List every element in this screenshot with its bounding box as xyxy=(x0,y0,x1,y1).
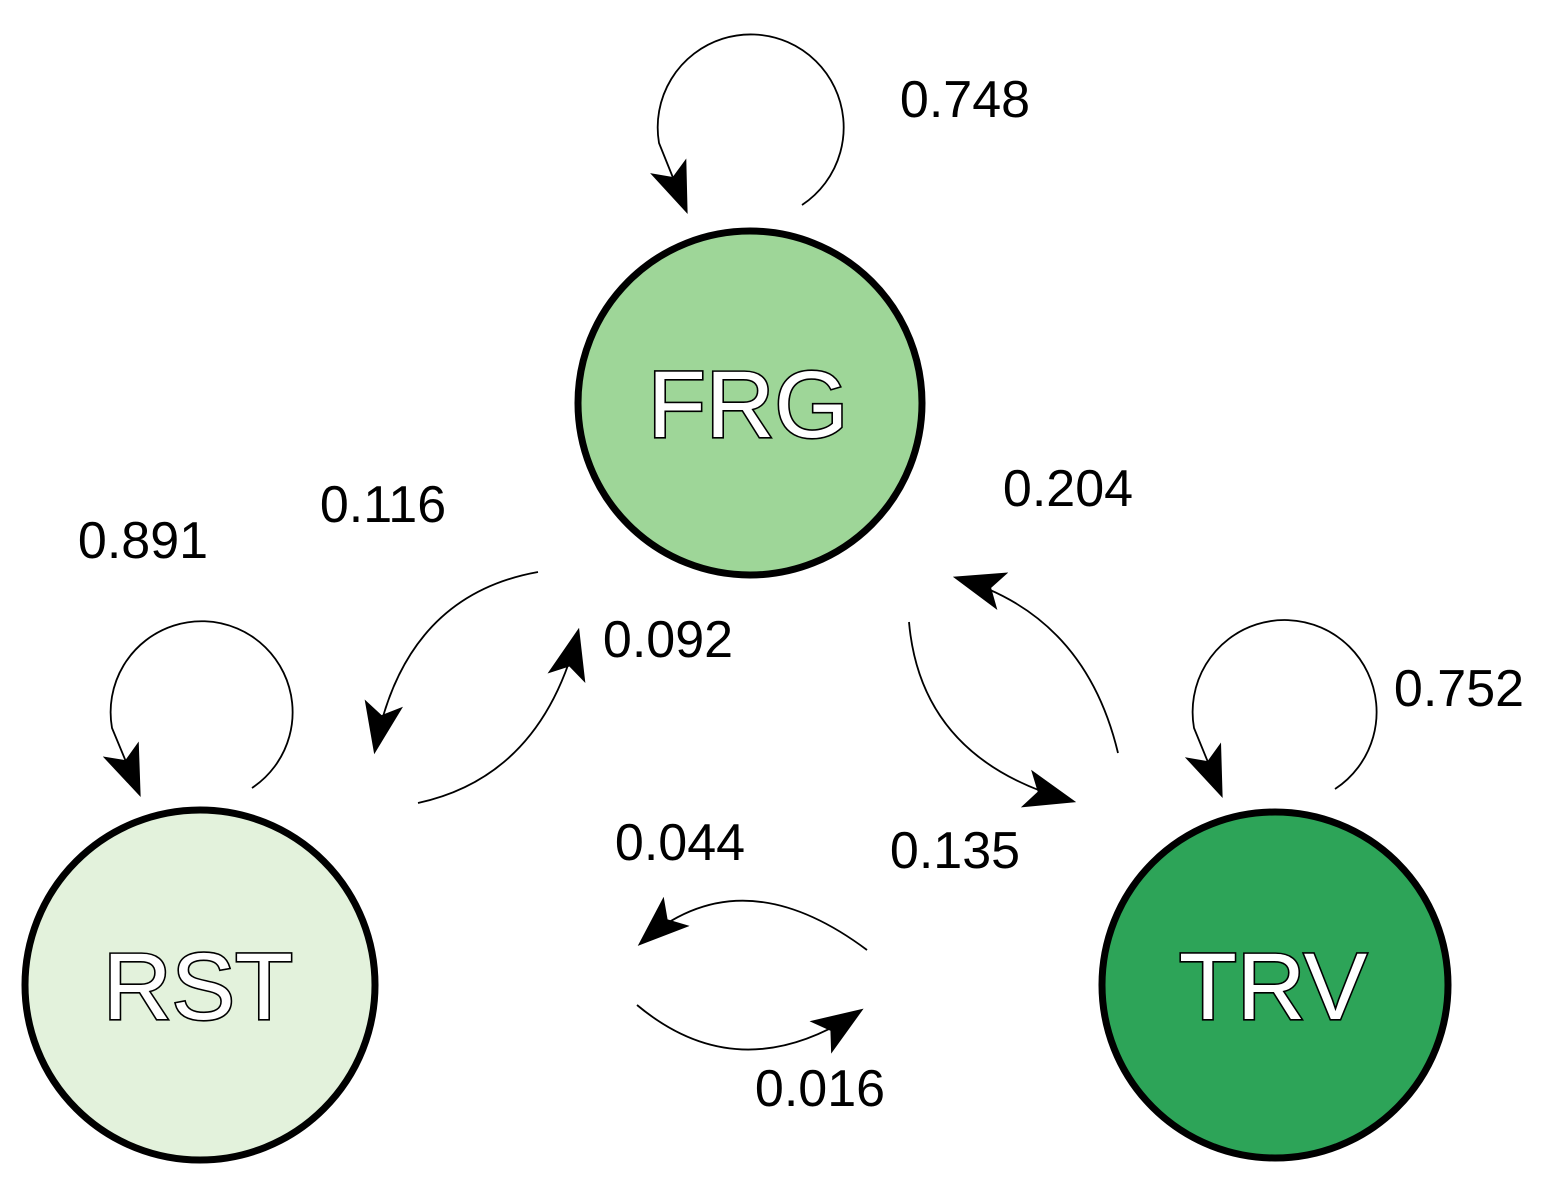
edge-probability-frg-rst: 0.116 xyxy=(320,476,446,534)
edge-probability-frg-trv: 0.135 xyxy=(890,822,1020,880)
edge-rst-to-trv xyxy=(636,1004,864,1054)
edge-probability-trv-frg: 0.204 xyxy=(1003,460,1133,518)
edge-probability-rst-rst: 0.891 xyxy=(78,512,208,570)
edge-probability-rst-trv: 0.016 xyxy=(755,1060,885,1118)
edge-rst-to-frg xyxy=(417,627,586,804)
edge-probability-trv-trv: 0.752 xyxy=(1394,660,1524,718)
edge-frg-to-rst xyxy=(364,571,539,755)
state-label-frg: FRG xyxy=(648,352,849,458)
self-loop-trv xyxy=(1184,619,1378,799)
self-loop-frg xyxy=(650,33,845,215)
edge-probability-rst-frg: 0.092 xyxy=(603,611,733,669)
edge-probability-frg-frg: 0.748 xyxy=(900,71,1030,129)
state-label-trv: TRV xyxy=(1179,934,1367,1040)
state-node-trv xyxy=(1098,808,1452,1162)
edge-trv-to-rst xyxy=(637,896,868,951)
state-node-frg xyxy=(574,227,926,579)
state-label-rst: RST xyxy=(103,934,293,1040)
edge-probability-trv-rst: 0.044 xyxy=(615,814,745,872)
state-node-rst xyxy=(21,806,379,1164)
edge-frg-to-trv xyxy=(908,621,1077,808)
edge-trv-to-frg xyxy=(952,572,1119,754)
self-loop-rst xyxy=(102,620,294,798)
